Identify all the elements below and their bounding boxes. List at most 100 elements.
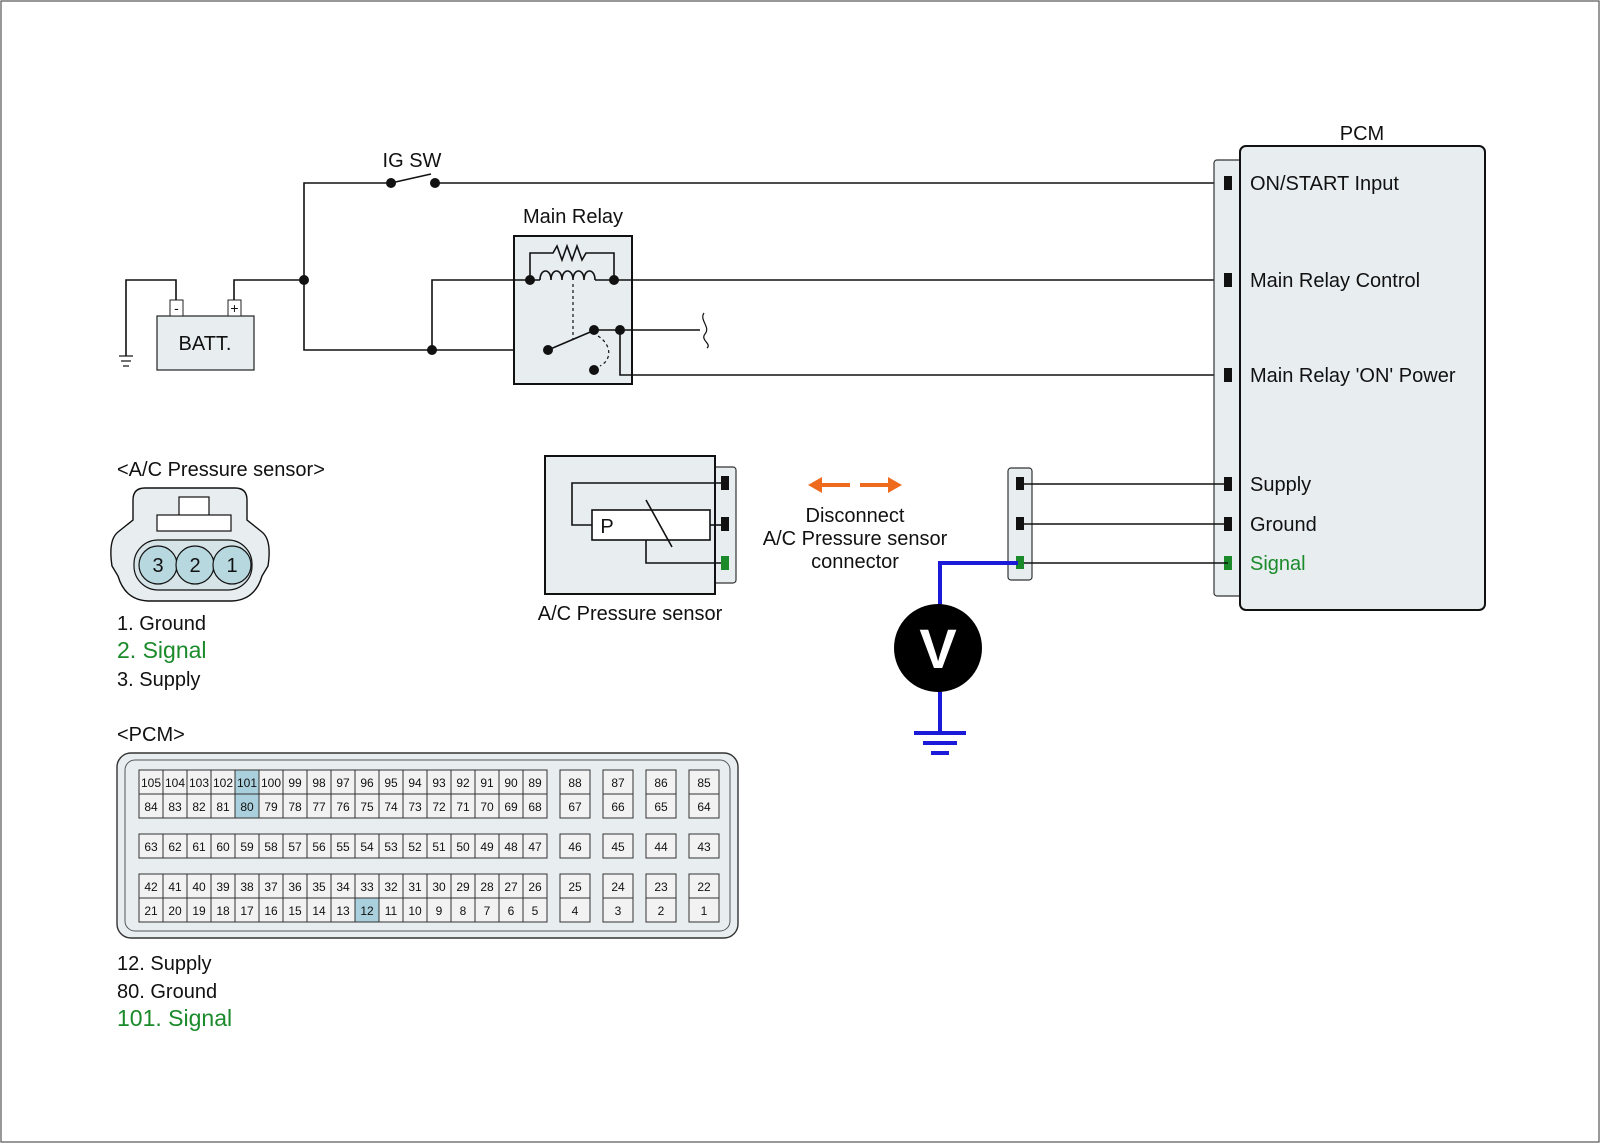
pcm-connector-pin-number: 98 xyxy=(312,776,326,790)
pcm-connector-pin-number: 42 xyxy=(144,880,158,894)
pcm-connector-pin-number: 21 xyxy=(144,904,158,918)
wire-continuation-mark xyxy=(702,312,709,349)
pcm-connector-pin-number: 20 xyxy=(168,904,182,918)
pcm-connector-pin-number: 10 xyxy=(408,904,422,918)
pcm-connector-pin xyxy=(522,873,548,899)
pcm-connector-pin-number: 72 xyxy=(432,800,446,814)
pcm-connector-pin-number: 30 xyxy=(432,880,446,894)
junction-dot xyxy=(427,345,437,355)
pcm-connector-pin xyxy=(426,873,452,899)
pcm-connector-pin-number: 33 xyxy=(360,880,374,894)
pcm-connector-pin-number: 2 xyxy=(658,904,665,918)
pcm-connector-pin xyxy=(162,833,188,859)
pcm-connector-pin-number: 5 xyxy=(532,904,539,918)
pcm-connector-pin-number: 68 xyxy=(528,800,542,814)
pcm-connector-pin xyxy=(234,897,260,923)
ac-pressure-sensor-label: A/C Pressure sensor xyxy=(538,603,723,625)
pcm-connector-pin xyxy=(210,897,236,923)
pcm-connector-pin xyxy=(559,873,591,899)
right-arrow-icon xyxy=(860,477,902,493)
pcm-connector-pin xyxy=(282,833,308,859)
pcm-connector-pin-number: 47 xyxy=(528,840,542,854)
sensor-legend-item: 2. Signal xyxy=(117,637,207,663)
pcm-connector-pin xyxy=(402,897,428,923)
pcm-connector-pin-number: 44 xyxy=(654,840,668,854)
pcm-connector-pin-number: 55 xyxy=(336,840,350,854)
pcm-connector-pin-number: 17 xyxy=(240,904,254,918)
pcm-connector-pin-number: 54 xyxy=(360,840,374,854)
pcm-connector-pin-number: 82 xyxy=(192,800,206,814)
pcm-connector-pin-number: 25 xyxy=(568,880,582,894)
pcm-connector-pin xyxy=(234,793,260,819)
main-relay-on-power-wire xyxy=(619,330,1228,376)
ig-feed-wire xyxy=(303,182,391,280)
pcm-connector-pin xyxy=(688,897,720,923)
pcm-connector-pin xyxy=(498,793,524,819)
pcm-connector-pin xyxy=(330,769,356,795)
pcm-connector-pin xyxy=(186,873,212,899)
pcm-connector-pin-number: 70 xyxy=(480,800,494,814)
pcm-connector-pin xyxy=(602,793,634,819)
pcm-connector-pin xyxy=(645,793,677,819)
pcm-connector-pin-number: 51 xyxy=(432,840,446,854)
pcm-connector-pin xyxy=(282,793,308,819)
pcm-connector-pin xyxy=(688,833,720,859)
pcm-connector-pin-number: 102 xyxy=(213,776,233,790)
pcm-connector-pin-number: 59 xyxy=(240,840,254,854)
relay-coil-icon xyxy=(539,270,596,281)
disconnect-note: Disconnect A/C Pressure sensor connector xyxy=(763,477,948,573)
pcm-connector-pin-number: 71 xyxy=(456,800,470,814)
sensor-connector-latch-inner xyxy=(156,514,232,532)
pcm-connector-pin xyxy=(378,873,404,899)
sensor-legend-item: 1. Ground xyxy=(117,613,206,635)
pcm-connector-pin xyxy=(426,769,452,795)
pcm-connector-pin-number: 58 xyxy=(264,840,278,854)
pcm-connector-pin-number: 48 xyxy=(504,840,518,854)
battery-ground-wire xyxy=(125,279,177,356)
pcm-connector-pin xyxy=(426,833,452,859)
pcm-connector-pin xyxy=(258,769,284,795)
pcm-connector-pin-number: 84 xyxy=(144,800,158,814)
pcm-connector-pin-number: 69 xyxy=(504,800,518,814)
pcm-connector-pin-number: 83 xyxy=(168,800,182,814)
pcm-connector-pin-number: 96 xyxy=(360,776,374,790)
pcm-connector-pin xyxy=(522,897,548,923)
pcm-connector-pin-number: 52 xyxy=(408,840,422,854)
pcm-legend-item: 80. Ground xyxy=(117,981,217,1003)
pcm-connector-pin-number: 39 xyxy=(216,880,230,894)
pcm-connector-pin-number: 12 xyxy=(360,904,374,918)
pcm-connector-pin-number: 32 xyxy=(384,880,398,894)
pcm-connector-pin xyxy=(210,769,236,795)
pcm-connector-pin xyxy=(258,833,284,859)
pcm-connector-pin-number: 78 xyxy=(288,800,302,814)
sensor-connector-title: <A/C Pressure sensor> xyxy=(117,459,325,481)
pcm-connector-pin-number: 40 xyxy=(192,880,206,894)
pcm-pin-label: Signal xyxy=(1250,553,1306,575)
pcm-connector-pin xyxy=(402,833,428,859)
sensor-pin xyxy=(721,476,729,490)
pcm-connector-pin-number: 7 xyxy=(484,904,491,918)
pcm-connector-pin xyxy=(602,833,634,859)
pcm-connector-pin xyxy=(330,897,356,923)
pcm-connector-pin-number: 49 xyxy=(480,840,494,854)
pcm-connector-pin-number: 63 xyxy=(144,840,158,854)
pcm-connector-pin-number: 92 xyxy=(456,776,470,790)
ig-switch-blade xyxy=(390,173,432,184)
left-arrow-icon xyxy=(808,477,850,493)
pcm-connector-pin-number: 3 xyxy=(615,904,622,918)
pcm-connector-pin-number: 62 xyxy=(168,840,182,854)
pcm-connector-pin xyxy=(138,897,164,923)
pcm-connector-pin-number: 36 xyxy=(288,880,302,894)
pcm-connector-pin xyxy=(522,793,548,819)
sensor-element xyxy=(591,509,711,541)
pcm-connector-pin xyxy=(474,793,500,819)
pcm-connector-pin xyxy=(306,873,332,899)
pcm-connector-pin xyxy=(498,833,524,859)
pcm-pin-terminal xyxy=(1224,176,1232,190)
pcm-connector-pin-number: 18 xyxy=(216,904,230,918)
pcm-connector-pin-number: 57 xyxy=(288,840,302,854)
pcm-pin-label: Main Relay Control xyxy=(1250,270,1420,292)
harness-pin-supply xyxy=(1016,477,1024,490)
pcm-pin-terminal xyxy=(1224,273,1232,287)
pcm-connector-pin xyxy=(426,897,452,923)
